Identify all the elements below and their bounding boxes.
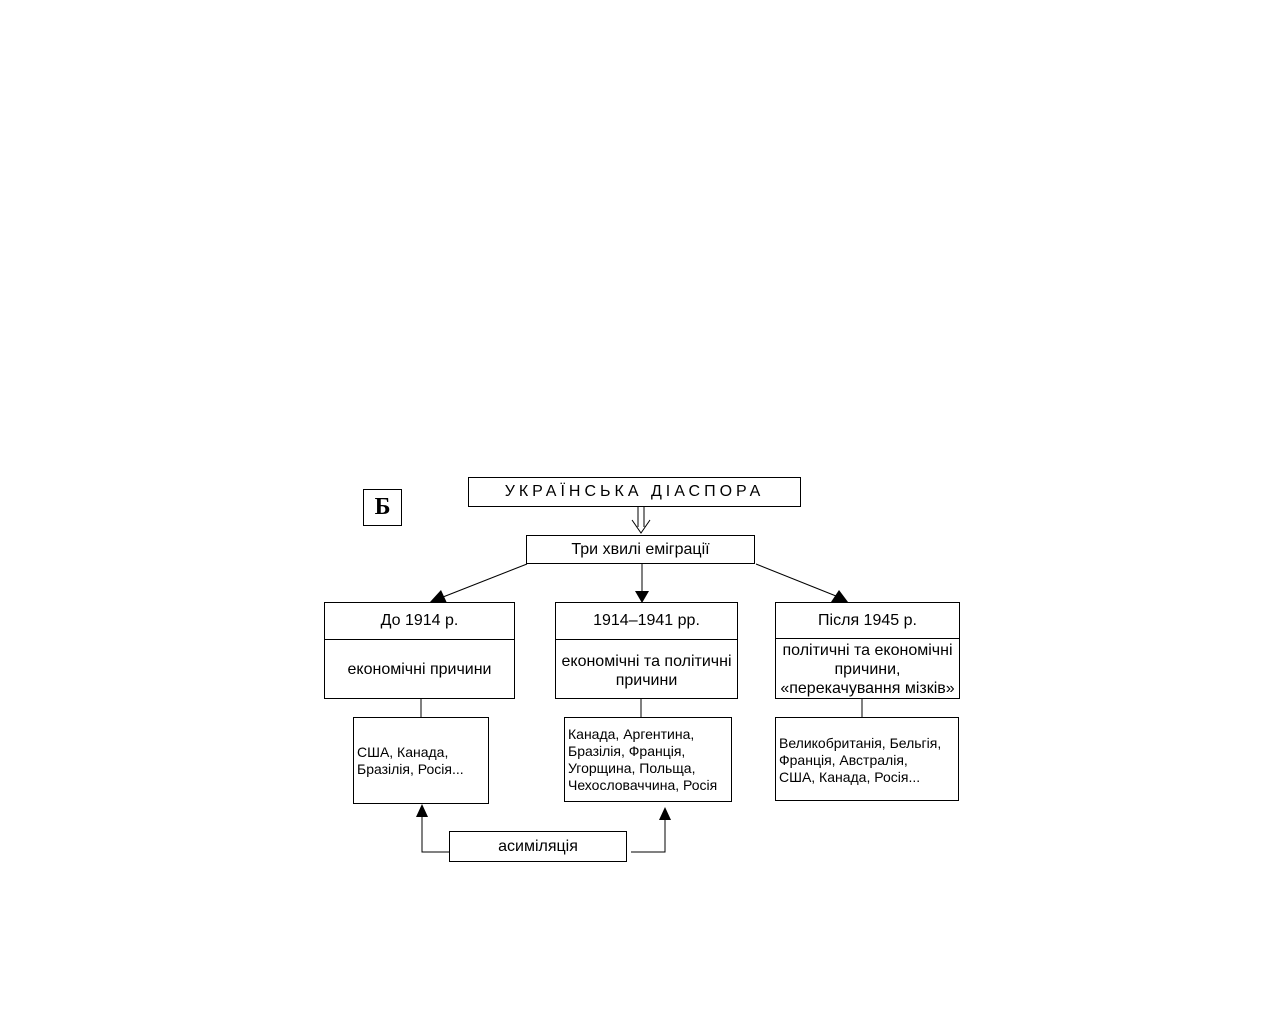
assimilation-box: асиміляція: [449, 831, 627, 862]
period-box-1: До 1914 р. економічні причини: [324, 602, 515, 699]
diagram-title: УКРАЇНСЬКА ДІАСПОРА: [468, 477, 801, 507]
double-arrow-icon: [631, 507, 651, 534]
period-label: Після 1945 р.: [776, 603, 959, 639]
arrow-assimilation-left: [416, 804, 449, 853]
waves-box: Три хвилі еміграції: [526, 535, 755, 564]
period-reasons: економічні та політичні причини: [561, 653, 732, 689]
arrow-to-period-2: [635, 564, 649, 603]
arrow-to-period-3: [755, 563, 848, 602]
section-letter: Б: [363, 489, 402, 526]
arrow-to-period-1: [430, 563, 528, 603]
period-reasons: політичні та економічні причини, «перека…: [780, 641, 955, 697]
countries-box-2: Канада, Аргентина, Бразілія, Франція, Уг…: [564, 717, 732, 802]
period-reasons: економічні причини: [347, 660, 492, 678]
period-box-2: 1914–1941 рр. економічні та політичні пр…: [555, 602, 738, 699]
arrow-assimilation-right: [631, 807, 671, 853]
countries-box-3: Великобританія, Бельгія, Франція, Австра…: [775, 717, 959, 801]
period-label: До 1914 р.: [325, 603, 514, 640]
period-box-3: Після 1945 р. політичні та економічні пр…: [775, 602, 960, 699]
countries-box-1: США, Канада, Бразілія, Росія...: [353, 717, 489, 804]
period-label: 1914–1941 рр.: [556, 603, 737, 640]
